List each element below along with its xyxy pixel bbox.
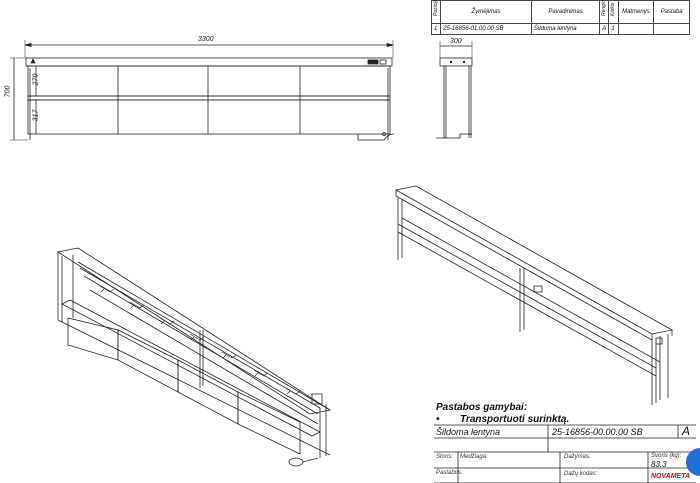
header-pavadinimas: Pavadinimas: [530, 0, 601, 24]
notes-item: Transportuoti surinktą.: [460, 414, 570, 425]
side-top-canopy: [439, 57, 473, 67]
parts-table: Pozicija Žymėjimas Pavadinimas Rengimas …: [430, 0, 690, 35]
notes-title: Pastabos gamybai:: [436, 402, 528, 413]
side-width-dimension-label: 300: [450, 38, 462, 45]
notes-bullet: •: [436, 414, 440, 425]
row-reng: A: [599, 23, 610, 35]
isometric-view-left: [56, 247, 332, 467]
dazymas-label: Dažymas:: [564, 454, 591, 460]
floating-action-circle[interactable]: [686, 448, 700, 476]
row-pozicija: 1: [430, 23, 442, 35]
revision-letter: A: [682, 424, 691, 438]
svoris-value: 83.3: [651, 460, 667, 469]
front-top-canopy: [25, 57, 393, 67]
storis-label: Storis:: [436, 454, 454, 460]
front-upper-shelf: [27, 65, 391, 97]
company-logo: NOVAMETA: [651, 473, 691, 480]
pastabos-label: Pastabos:: [436, 470, 463, 476]
upper-dimension-label: 270: [32, 73, 40, 86]
width-dimension-label: 3300: [198, 36, 214, 43]
front-lower-shelf: [27, 99, 391, 135]
part-code: 25-16856-00.00.00 SB: [552, 427, 643, 437]
dazu-kodas-label: Dažų kodas:: [564, 471, 598, 477]
isometric-view-right: [394, 185, 674, 405]
row-pastaba: [653, 23, 690, 35]
height-dimension-label: 700: [4, 85, 12, 98]
svoris-label: Svoris (kg):: [651, 453, 682, 459]
medziaga-label: Medžiaga:: [460, 454, 488, 460]
header-pastaba: Pastaba: [653, 0, 690, 24]
row-kiekis: 1: [608, 23, 619, 35]
lower-dimension-label: 317: [32, 109, 40, 122]
header-zymejimas: Žymėjimas: [440, 0, 532, 24]
part-name: Šildoma lentyna: [436, 427, 501, 437]
